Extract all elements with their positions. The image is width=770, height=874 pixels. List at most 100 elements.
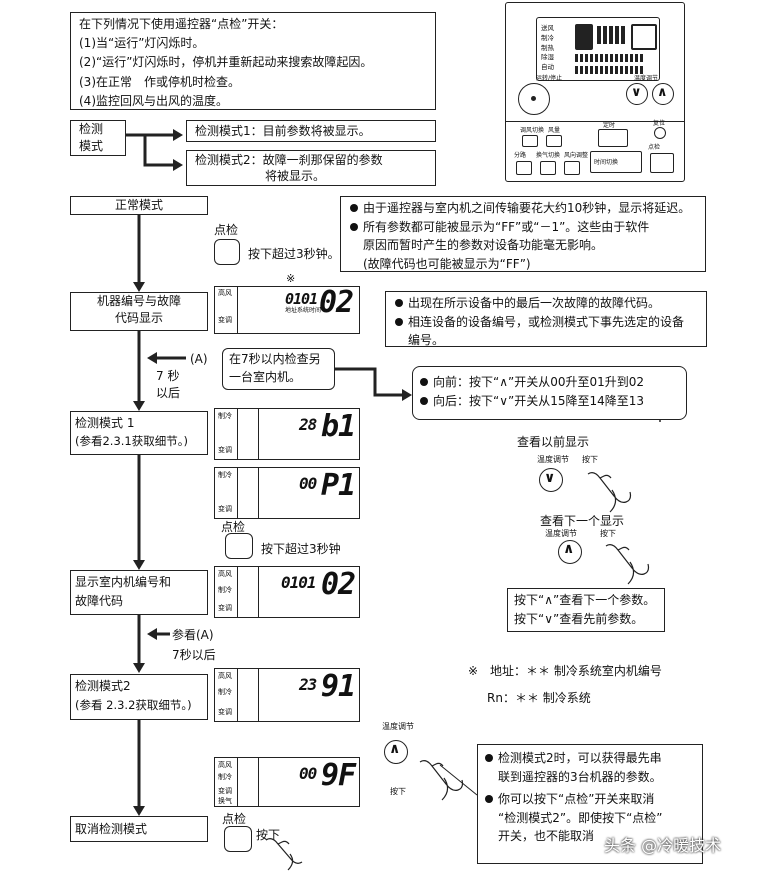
remote-key-3[interactable] — [516, 161, 532, 175]
screen-label-1: 送风 — [541, 24, 554, 32]
mode2-desc-line1: 检测模式2：故障一刹那保留的参数 — [195, 153, 383, 167]
lcd1-sys: 系统时间 — [297, 307, 322, 314]
view-prev-btn-label: 温度调节 — [537, 455, 569, 464]
remote-controller: 送风 制冷 制热 除湿 自动 运转/停止 温度调节 ∨ ∧ 调风切换 风量 定时… — [505, 2, 685, 182]
note-mode2-b2a: “检测模式2”。即使按下“点检” — [498, 810, 663, 825]
note-last-fault-box: 出现在所示设备中的最后一次故障的故障代码。 相连设备的设备编号，或检测模式下事先… — [385, 291, 707, 347]
chevron-down-icon: ∨ — [544, 470, 556, 486]
view-next-title: 查看下一个显示 — [540, 514, 625, 528]
seven-sec-a: (A) — [190, 352, 208, 366]
onoff-label: 运转/停止 — [536, 75, 563, 82]
btn-row2-b: 换气切换 — [536, 152, 561, 159]
temp-down-button-prev[interactable]: ∨ — [539, 468, 563, 492]
intro-line-2: (1)当“运行”灯闪烁时。 — [79, 36, 205, 51]
screen-label-5: 自动 — [541, 63, 554, 71]
check-other-box: 在7秒以内检查另 一台室内机。 — [222, 348, 335, 390]
chevron-up-icon: ∧ — [389, 741, 401, 757]
press3-label: 点检 — [222, 812, 247, 826]
back-text: 向后：按下“∨”开关从15降至14降至13 — [419, 392, 680, 411]
lcd-display-3: 制冷 变调 00 P1 — [214, 467, 360, 519]
btn-reset-label: 复位 — [653, 120, 666, 127]
temp-up-button-mode2[interactable]: ∧ — [384, 740, 408, 764]
note-last-b2a: 编号。 — [408, 333, 445, 348]
forward-back-box: 向前：按下“∧”开关从00升至01升到02 向后：按下“∨”开关从15降至14降… — [412, 366, 687, 420]
press1-text: 按下超过3秒钟。 — [248, 247, 340, 261]
temp-up-button-next[interactable]: ∧ — [558, 540, 582, 564]
cancel-mode-label: 取消检测模式 — [75, 822, 148, 836]
remote-key-2[interactable] — [546, 135, 562, 147]
remote-key-check[interactable] — [650, 153, 674, 173]
note-delay-box: 由于遥控器与室内机之间传输要花大约10秒钟，显示将延迟。 所有参数都可能被显示为… — [340, 196, 706, 272]
btn-row2-timeswitch: 时间切换 — [594, 159, 619, 166]
lcd2-big: b1 — [321, 409, 356, 444]
view-next-btn-label: 温度调节 — [545, 529, 577, 538]
remote-key-reset[interactable] — [654, 127, 666, 139]
btn-row1-a: 调风切换 — [520, 127, 545, 134]
lcd2-side-mid: 制冷 — [218, 412, 232, 420]
mode1-line2: (参看2.3.1获取细节。) — [75, 434, 188, 448]
remote-key-1[interactable] — [522, 135, 538, 147]
screen-label-3: 制热 — [541, 43, 554, 52]
lcd3-small: 00 — [299, 474, 317, 493]
intro-line-5: (4)监控回风与出风的温度。 — [79, 93, 228, 108]
lcd6-side-top: 高风 — [218, 761, 232, 769]
temp-label: 温度调节 — [634, 75, 659, 82]
lcd4-side-bot: 变调 — [218, 604, 232, 612]
view-prev-press: 按下 — [582, 455, 598, 464]
mode2-btn-press: 按下 — [390, 787, 406, 796]
screen-label-2: 制冷 — [541, 33, 554, 42]
check-other-line2: 一台室内机。 — [229, 370, 302, 384]
lcd3-side-bot: 变调 — [218, 505, 232, 513]
onoff-button[interactable] — [518, 83, 550, 115]
note-last-b2: 相连设备的设备编号，或检测模式下事先选定的设备 — [394, 313, 698, 332]
lcd1-side-bot: 变调 — [218, 316, 232, 324]
cancel-mode-box: 取消检测模式 — [70, 816, 208, 842]
lcd-display-2: 制冷 变调 28 b1 — [214, 408, 360, 460]
lcd1-side-top: 高风 — [218, 289, 232, 297]
lcd3-big: P1 — [321, 468, 356, 503]
indoor-code-line1: 显示室内机编号和 — [75, 575, 172, 589]
check-mode-line1: 检测 — [79, 122, 104, 136]
lcd4-side-mid: 制冷 — [218, 586, 232, 594]
check-mode-line2: 模式 — [79, 139, 104, 153]
temp-up-button[interactable]: ∧ — [652, 83, 674, 105]
normal-mode-label: 正常模式 — [114, 198, 163, 212]
intro-line-4: (3)在正常 作或停机时检查。 — [79, 74, 240, 89]
check-button-1[interactable] — [214, 239, 240, 265]
remote-key-5[interactable] — [564, 161, 580, 175]
lcd6-side-bot: 变调 — [218, 787, 232, 795]
temp-down-button[interactable]: ∨ — [626, 83, 648, 105]
lcd1-addr: 地址 — [285, 307, 298, 314]
watermark: 头条 @冷暖技术 — [604, 836, 722, 855]
btn-check-label: 点检 — [648, 144, 661, 151]
lcd-display-4: 高风 制冷 变调 0101 02 — [214, 566, 360, 618]
lcd5-side-top: 高风 — [218, 672, 232, 680]
lcd6-big: 9F — [321, 758, 356, 793]
note-delay-b2b: (故障代码也可能被显示为“FF”) — [363, 256, 531, 271]
mode1-box: 检测模式 1 (参看2.3.1获取细节。) — [70, 411, 208, 455]
lcd2-small: 28 — [299, 415, 317, 434]
seven-sec-line1: 7 秒 — [156, 369, 180, 383]
machine-code-line2: 代码显示 — [114, 311, 163, 325]
press2-text: 按下超过3秒钟 — [261, 542, 341, 556]
lcd5-side-mid: 制冷 — [218, 688, 232, 696]
mode2-desc-line2: 将被显示。 — [265, 169, 326, 183]
check-mode-box: 检测 模式 — [70, 120, 126, 156]
updown-line2: 按下“∨”查看先前参数。 — [514, 612, 644, 626]
lcd4-big: 02 — [321, 567, 356, 602]
remote-key-4[interactable] — [540, 161, 556, 175]
check-button-3[interactable] — [224, 826, 252, 852]
updown-note-box: 按下“∧”查看下一个参数。 按下“∨”查看先前参数。 — [507, 588, 665, 632]
remote-key-timer[interactable] — [598, 129, 628, 147]
view-prev-title: 查看以前显示 — [517, 435, 590, 449]
note-mode2-b2: 你可以按下“点检”开关来取消 — [484, 790, 696, 809]
lcd5-side-bot: 变调 — [218, 708, 232, 716]
check-button-2[interactable] — [225, 533, 253, 559]
btn-row2-c: 风向调整 — [564, 152, 589, 159]
view-next-press: 按下 — [600, 529, 616, 538]
seven-sec-line2: 以后 — [156, 386, 181, 400]
note-mode2-b1a: 联到遥控器的3台机器的参数。 — [498, 769, 662, 784]
remote-key-timeswitch[interactable]: 时间切换 — [590, 151, 642, 173]
intro-line-3: (2)“运行”灯闪烁时，停机并重新起动来搜索故障起因。 — [79, 55, 373, 70]
